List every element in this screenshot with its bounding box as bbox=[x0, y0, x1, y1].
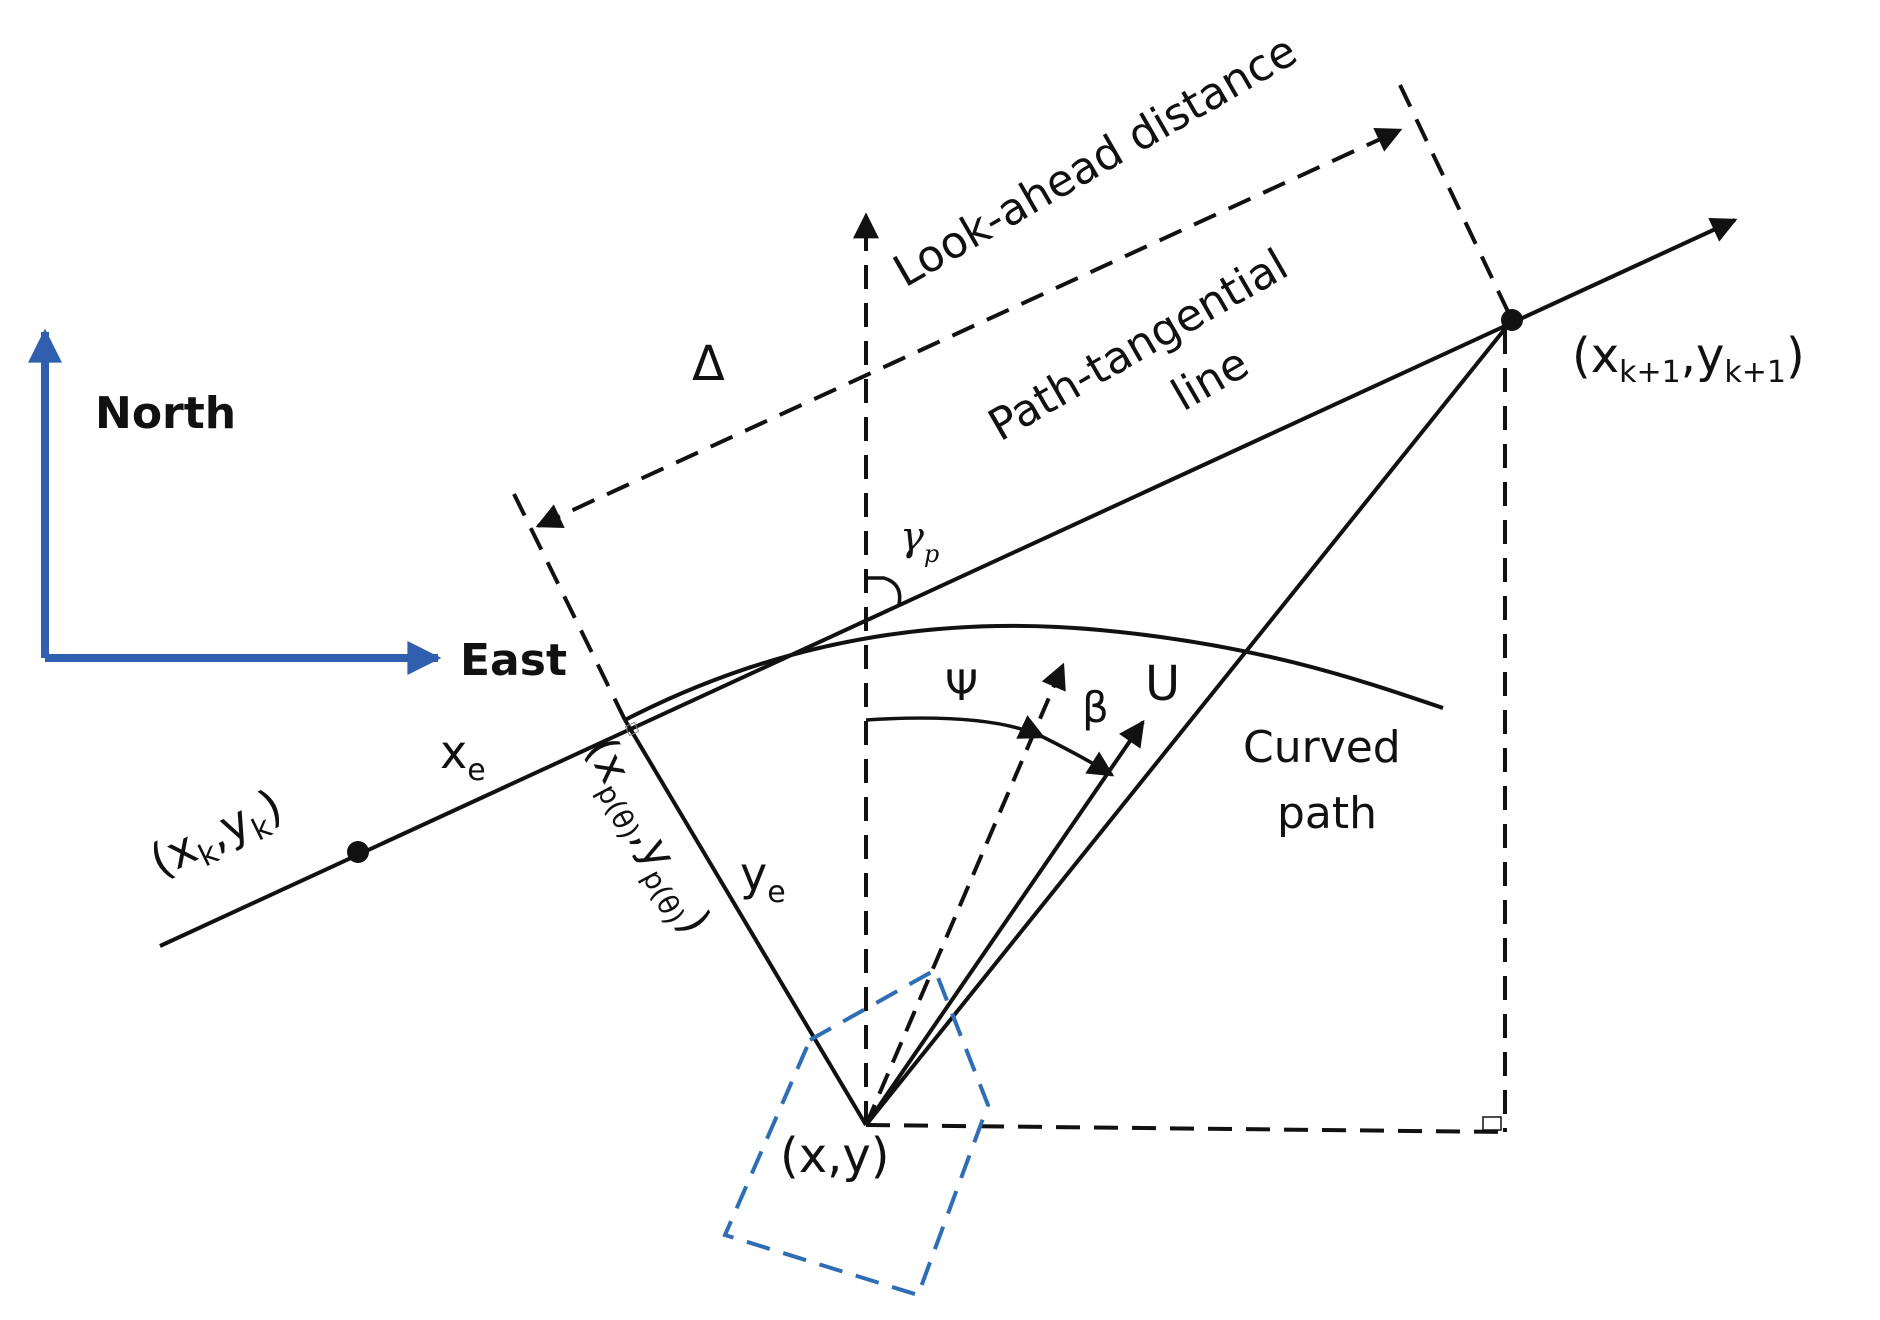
path-tangential-label: Path-tangential bbox=[980, 239, 1297, 451]
beta-arc bbox=[1042, 735, 1115, 777]
north-label: North bbox=[95, 388, 236, 439]
right-angle-mark-path bbox=[624, 721, 640, 737]
delta-label: Δ bbox=[692, 336, 725, 392]
gamma-label: γp bbox=[900, 514, 939, 568]
perp-extension-left bbox=[512, 493, 627, 721]
gamma-angle-mark bbox=[866, 576, 902, 605]
perp-extension-right bbox=[1398, 84, 1514, 321]
cross-track-error-label: ye bbox=[740, 847, 786, 910]
vehicle-outline bbox=[722, 967, 991, 1298]
right-angle-mark-bottom bbox=[1482, 1116, 1502, 1131]
velocity-vector bbox=[864, 719, 1145, 1127]
waypoint-k-label: (xk,yk) bbox=[141, 778, 293, 894]
path-tangential-line bbox=[159, 217, 1738, 948]
vehicle-position-label: (x,y) bbox=[780, 1128, 890, 1184]
psi-arc bbox=[865, 715, 1046, 739]
speed-label: U bbox=[1145, 656, 1180, 712]
curved-path-label: Curved bbox=[1243, 722, 1401, 773]
heading-vector bbox=[864, 662, 1066, 1126]
along-track-error-label: xe bbox=[440, 725, 486, 788]
waypoint-k bbox=[347, 841, 369, 863]
cross-track-error-line bbox=[623, 718, 868, 1127]
beta-label: β bbox=[1082, 683, 1109, 732]
line-of-sight bbox=[864, 318, 1514, 1127]
horizontal-dashed-base bbox=[865, 1123, 1506, 1134]
waypoint-k1-label: (xk+1,yk+1) bbox=[1572, 328, 1805, 390]
east-label: East bbox=[460, 635, 567, 686]
compass: North East bbox=[27, 328, 567, 686]
closest-point-label: (xp(θ),yp(θ)) bbox=[570, 729, 721, 945]
lookahead-distance-arrow bbox=[535, 127, 1403, 529]
psi-label: Ψ bbox=[945, 661, 978, 710]
curved-path-label-2: path bbox=[1277, 788, 1377, 839]
curved-path bbox=[624, 623, 1444, 722]
